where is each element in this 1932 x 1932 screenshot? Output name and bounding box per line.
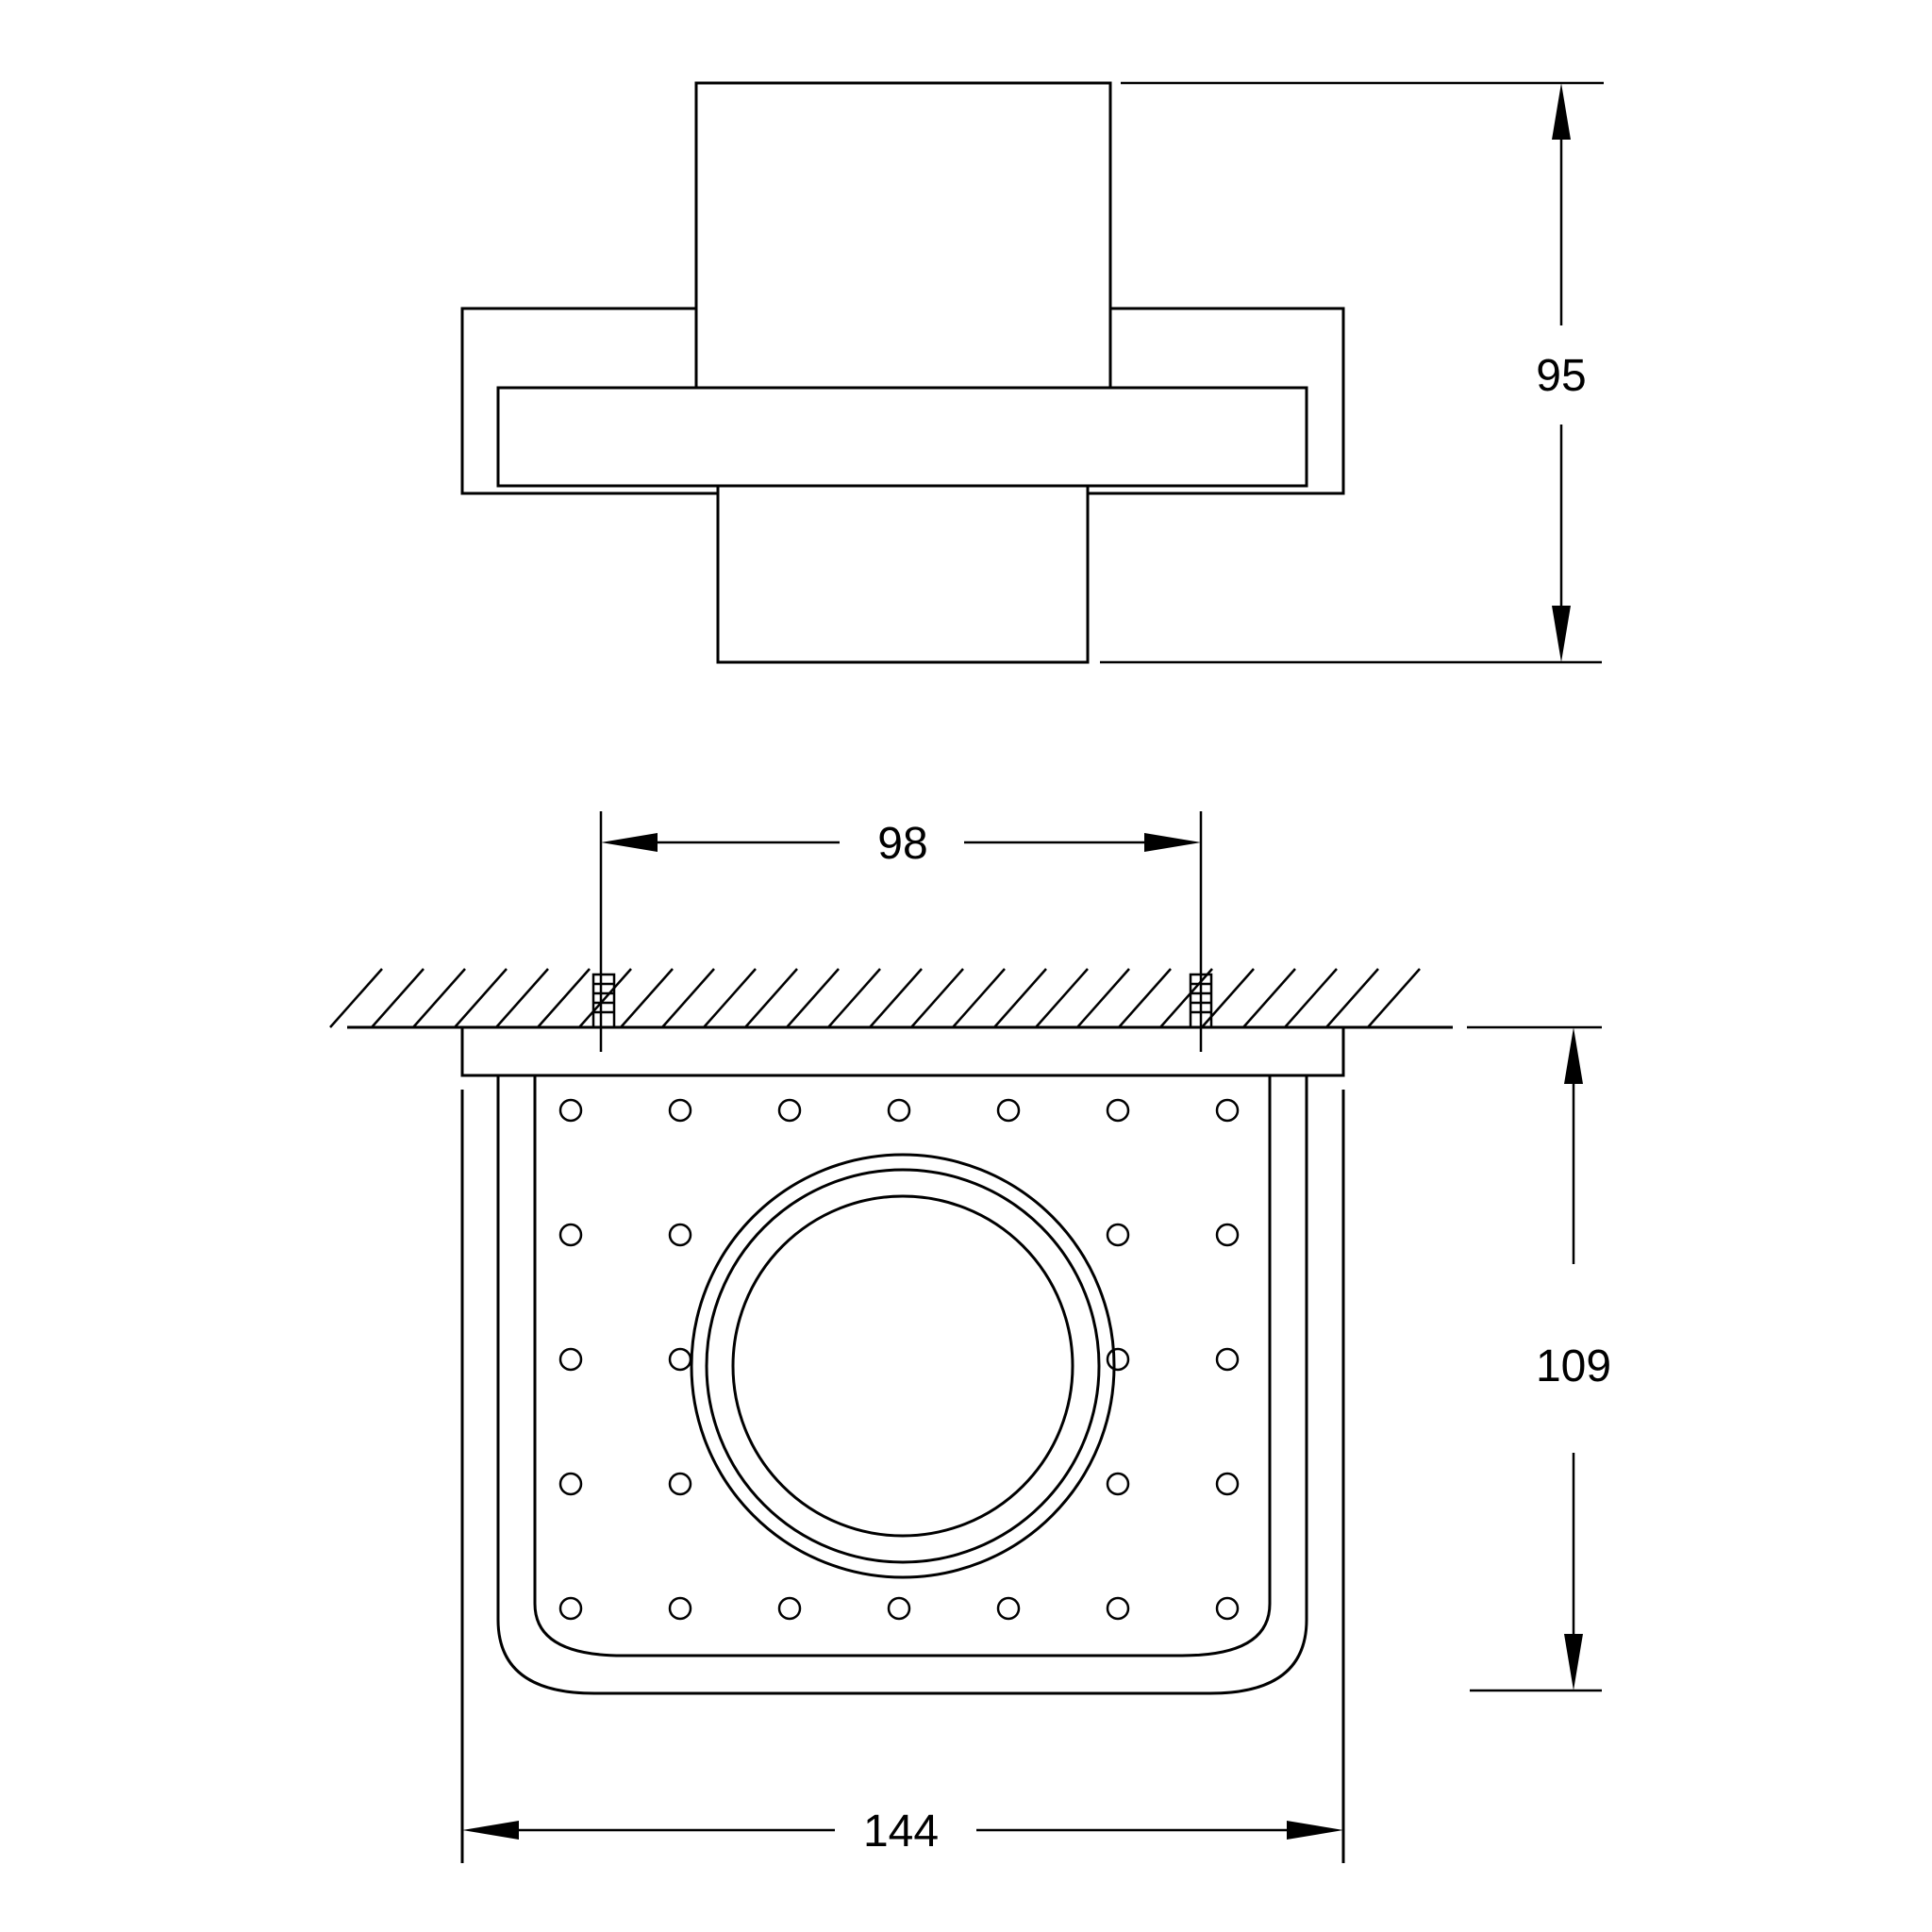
perforation-hole [1215, 1223, 1240, 1247]
outlet-ring-middle [705, 1168, 1101, 1564]
perforation-hole [1215, 1472, 1240, 1496]
flange-right-wing [1088, 307, 1345, 495]
perforation-hole [558, 1223, 583, 1247]
perforation-hole [668, 1596, 692, 1621]
hatch-line [1325, 968, 1379, 1028]
perforation-holes [558, 1098, 1240, 1621]
perforation-hole [1106, 1098, 1130, 1123]
perforation-hole [668, 1223, 692, 1247]
perforation-hole [996, 1098, 1021, 1123]
hatch-line [910, 968, 964, 1028]
outlet-pipe [716, 484, 1090, 664]
hatch-line [993, 968, 1047, 1028]
hatch-line [495, 968, 549, 1028]
top-housing [694, 81, 1112, 390]
hatch-line [1242, 968, 1296, 1028]
hatch-line [1367, 968, 1421, 1028]
side-elevation-view [460, 81, 1345, 664]
perforation-hole [996, 1596, 1021, 1621]
arrowhead-bottom [1552, 606, 1571, 662]
outlet-ring-outer [690, 1153, 1116, 1579]
hatch-line [620, 968, 674, 1028]
width-dimension: 144 [462, 1807, 1343, 1857]
perforation-hole [1106, 1347, 1130, 1372]
perforation-hole [1215, 1596, 1240, 1621]
width-label: 144 [863, 1807, 939, 1857]
hatch-line [1201, 968, 1255, 1028]
hatch-line [1159, 968, 1213, 1028]
hatch-line [1284, 968, 1338, 1028]
perforation-hole [887, 1596, 911, 1621]
depth-label: 109 [1536, 1341, 1611, 1391]
arrowhead-top [1564, 1027, 1583, 1084]
perforation-hole [668, 1472, 692, 1496]
anchor-spacing-dimension: 98 [599, 811, 1203, 1052]
hatch-line [329, 968, 383, 1028]
hatch-line [1076, 968, 1130, 1028]
perforated-grate [533, 1075, 1272, 1657]
arrowhead-top [1552, 83, 1571, 140]
drain-flange [460, 1025, 1345, 1077]
hatch-line [578, 968, 632, 1028]
floor-hatching [329, 968, 1421, 1028]
hatch-line [703, 968, 757, 1028]
hatch-line [537, 968, 591, 1028]
hatch-line [952, 968, 1006, 1028]
perforation-hole [558, 1098, 583, 1123]
perforation-hole [1215, 1098, 1240, 1123]
perforation-hole [1106, 1223, 1130, 1247]
perforation-hole [1215, 1347, 1240, 1372]
arrowhead-bottom [1564, 1634, 1583, 1690]
perforation-hole [668, 1347, 692, 1372]
arrowhead-right [1144, 833, 1201, 852]
flange-left-wing [460, 307, 718, 495]
central-outlet [690, 1153, 1116, 1579]
perforation-hole [1106, 1596, 1130, 1621]
hatch-line [454, 968, 508, 1028]
perforation-hole [558, 1347, 583, 1372]
hatch-line [869, 968, 923, 1028]
drain-body [460, 1075, 1345, 1863]
plan-view: 98 109 [329, 811, 1611, 1863]
perforation-hole [1106, 1472, 1130, 1496]
floor-surface [329, 968, 1453, 1029]
perforation-hole [558, 1472, 583, 1496]
hatch-line [412, 968, 466, 1028]
depth-dimension: 109 [1467, 1025, 1611, 1692]
hatch-line [1118, 968, 1172, 1028]
height-dimension: 95 [1100, 81, 1604, 664]
anchor-spacing-label: 98 [877, 819, 927, 869]
hatch-line [1035, 968, 1089, 1028]
grate-plate [496, 386, 1308, 488]
perforation-hole [777, 1596, 802, 1621]
hatch-line [371, 968, 425, 1028]
hatch-line [661, 968, 715, 1028]
perforation-hole [777, 1098, 802, 1123]
perforation-hole [668, 1098, 692, 1123]
perforation-hole [887, 1098, 911, 1123]
hatch-line [786, 968, 840, 1028]
arrowhead-left [601, 833, 658, 852]
hatch-line [744, 968, 798, 1028]
arrowhead-right [1287, 1821, 1343, 1840]
outlet-ring-inner [731, 1194, 1074, 1538]
hatch-line [827, 968, 881, 1028]
perforation-hole [558, 1596, 583, 1621]
height-label: 95 [1536, 351, 1586, 401]
arrowhead-left [462, 1821, 519, 1840]
